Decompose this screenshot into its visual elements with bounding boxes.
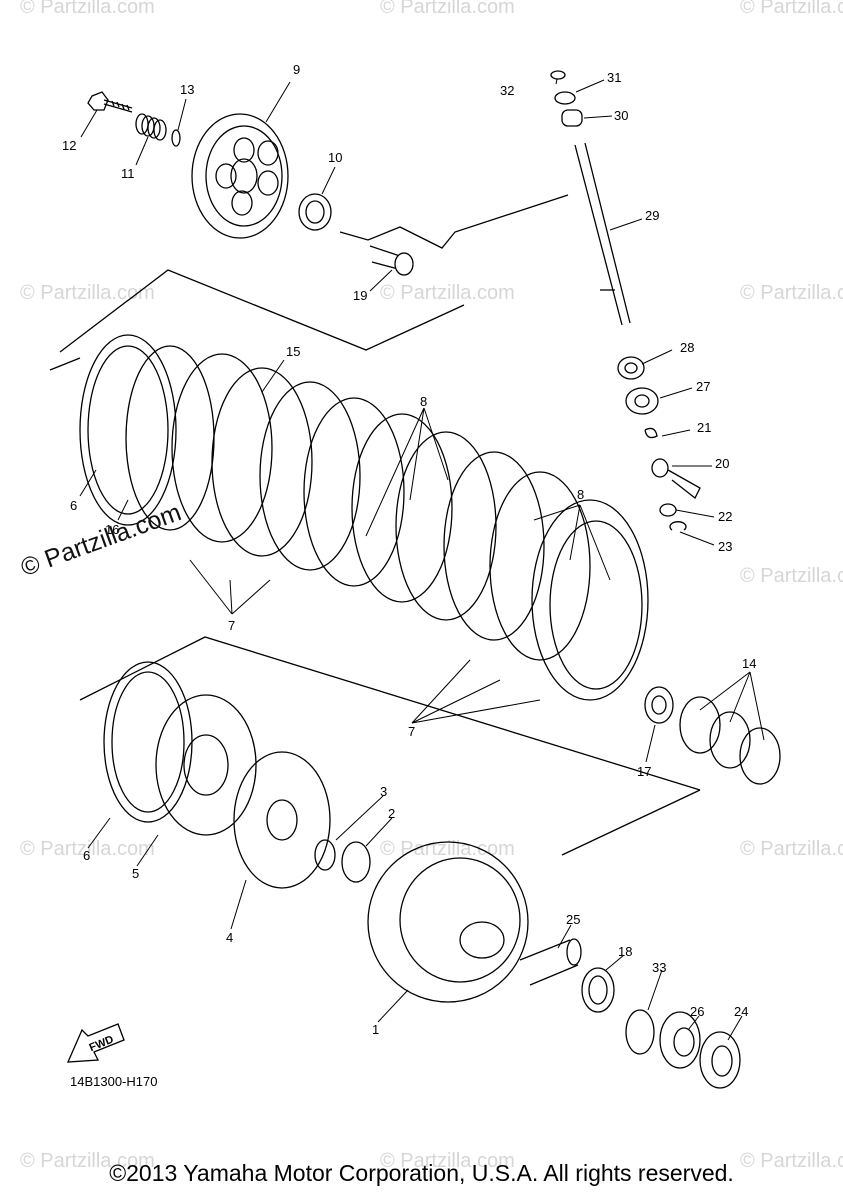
watermark: © Partzilla.com bbox=[20, 838, 155, 860]
bolt-12 bbox=[87, 91, 133, 113]
callout-6: 6 bbox=[70, 498, 77, 513]
pressure-plate-4 bbox=[233, 751, 331, 889]
callout-13: 13 bbox=[180, 82, 194, 97]
callout-19: 19 bbox=[353, 288, 367, 303]
shaft-29 bbox=[574, 142, 631, 326]
callout-22: 22 bbox=[718, 509, 732, 524]
callout-12: 12 bbox=[62, 138, 76, 153]
watermark: © Partzilla.com bbox=[740, 282, 843, 304]
callout-7: 7 bbox=[408, 724, 415, 739]
watermark: © Partzilla.com bbox=[20, 282, 155, 304]
callout-9: 9 bbox=[293, 62, 300, 77]
callout-2: 2 bbox=[388, 806, 395, 821]
clutch-plate-stack bbox=[79, 334, 649, 701]
callout-20: 20 bbox=[715, 456, 729, 471]
callout-10: 10 bbox=[328, 150, 342, 165]
watermark: © Partzilla.com bbox=[740, 1150, 843, 1172]
callout-7: 7 bbox=[228, 618, 235, 633]
washer-24 bbox=[699, 1031, 741, 1089]
callout-26: 26 bbox=[690, 1004, 704, 1019]
callout-14: 14 bbox=[742, 656, 756, 671]
callout-31: 31 bbox=[607, 70, 621, 85]
watermark: © Partzilla.com bbox=[740, 838, 843, 860]
callout-25: 25 bbox=[566, 912, 580, 927]
watermark: © Partzilla.com bbox=[20, 0, 155, 18]
callout-6: 6 bbox=[83, 848, 90, 863]
gear-26 bbox=[659, 1011, 701, 1069]
spring-11 bbox=[135, 113, 167, 141]
callout-1: 1 bbox=[372, 1022, 379, 1037]
diagram-code: 14B1300-H170 bbox=[70, 1074, 158, 1089]
collar-25 bbox=[519, 938, 582, 986]
callout-3: 3 bbox=[380, 784, 387, 799]
washer-3 bbox=[314, 839, 336, 871]
callout-18: 18 bbox=[618, 944, 632, 959]
washer-22 bbox=[659, 503, 677, 517]
clutch-housing-1 bbox=[367, 841, 529, 1003]
watermark: © Partzilla.com bbox=[380, 0, 515, 18]
seal-27 bbox=[625, 387, 659, 415]
callout-33: 33 bbox=[652, 960, 666, 975]
clutch-boss-5 bbox=[155, 694, 257, 836]
part-callouts: 1 2 3 4 5 6 6 7 7 8 8 9 10 11 12 13 14 1… bbox=[62, 62, 756, 1037]
watermark: © Partzilla.com bbox=[380, 1150, 515, 1172]
callout-30: 30 bbox=[614, 108, 628, 123]
callout-24: 24 bbox=[734, 1004, 748, 1019]
leader-lines bbox=[79, 78, 765, 1041]
callout-8: 8 bbox=[420, 394, 427, 409]
lever-20 bbox=[651, 458, 701, 500]
bearing-28 bbox=[617, 356, 645, 380]
callout-8: 8 bbox=[577, 487, 584, 502]
circlip-33 bbox=[625, 1009, 655, 1055]
callout-27: 27 bbox=[696, 379, 710, 394]
watermark: © Partzilla.com bbox=[380, 282, 515, 304]
bushing-30 bbox=[561, 109, 583, 127]
circlip-23 bbox=[669, 521, 687, 531]
watermark: © Partzilla.com bbox=[740, 565, 843, 587]
plate-14 bbox=[679, 696, 781, 785]
callout-5: 5 bbox=[132, 866, 139, 881]
circlip-32 bbox=[550, 70, 566, 80]
callout-17: 17 bbox=[637, 764, 651, 779]
callout-15: 15 bbox=[286, 344, 300, 359]
push-rod-19 bbox=[369, 245, 414, 276]
copyright-notice: ©2013 Yamaha Motor Corporation, U.S.A. A… bbox=[109, 1160, 734, 1186]
callout-4: 4 bbox=[226, 930, 233, 945]
callout-11: 11 bbox=[121, 166, 135, 181]
callout-28: 28 bbox=[680, 340, 694, 355]
callout-21: 21 bbox=[697, 420, 711, 435]
callout-23: 23 bbox=[718, 539, 732, 554]
watermark: © Partzilla.com bbox=[380, 838, 515, 860]
washer-13 bbox=[171, 129, 181, 147]
callout-16: 16 bbox=[105, 522, 119, 537]
fwd-arrow-icon bbox=[66, 1023, 125, 1063]
callout-29: 29 bbox=[645, 208, 659, 223]
bearing-10 bbox=[298, 193, 332, 231]
seal-17 bbox=[644, 686, 674, 724]
watermark: © Partzilla.com bbox=[20, 1150, 155, 1172]
needle-bearing-18 bbox=[581, 967, 615, 1013]
friction-plate-6 bbox=[103, 661, 193, 823]
callout-32: 32 bbox=[500, 83, 514, 98]
pressure-plate-9 bbox=[191, 113, 289, 239]
spring-21 bbox=[644, 427, 658, 439]
watermark: © Partzilla.com bbox=[740, 0, 843, 18]
washer-31 bbox=[554, 91, 576, 105]
spring-washer-2 bbox=[341, 841, 371, 883]
